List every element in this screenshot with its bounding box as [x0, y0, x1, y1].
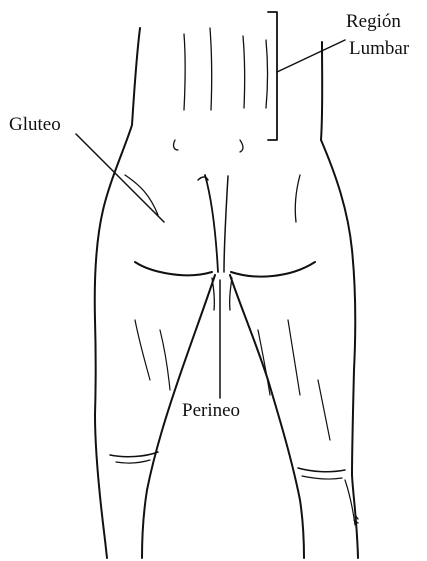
dimple-left	[174, 140, 178, 150]
lumbar-bracket	[268, 12, 277, 140]
label-perineo: Perineo	[182, 400, 240, 422]
back-line-3	[243, 36, 245, 108]
back-line-2	[210, 28, 212, 110]
label-region-lumbar-line1: Región	[346, 11, 401, 33]
back-line-1	[184, 34, 185, 110]
right-knee-crease	[298, 468, 345, 472]
label-gluteo: Gluteo	[9, 114, 61, 136]
right-knee-crease-2	[302, 476, 342, 479]
cleft-top-right	[224, 176, 228, 272]
right-buttock	[231, 262, 315, 277]
right-leg-inner	[230, 275, 304, 558]
left-thigh-line-2	[160, 330, 170, 390]
left-knee-crease	[110, 452, 158, 457]
label-region-lumbar-line2: Lumbar	[349, 38, 409, 60]
left-buttock	[135, 262, 212, 275]
left-outline	[95, 28, 140, 558]
right-thigh-line-1	[258, 330, 270, 395]
left-thigh-line-1	[135, 320, 150, 380]
perineum-left	[212, 278, 214, 310]
right-outline	[321, 42, 358, 558]
left-hip-line	[125, 175, 158, 215]
right-thigh-line-2	[288, 320, 300, 395]
right-thigh-line-3	[318, 380, 330, 440]
right-hip-line	[295, 175, 300, 222]
perineum-right	[230, 278, 232, 310]
gluteal-cleft	[205, 175, 218, 272]
left-knee-crease-2	[116, 460, 150, 463]
lumbar-leader	[277, 40, 345, 72]
gluteo-leader	[76, 134, 164, 222]
back-line-4	[266, 40, 268, 108]
dimple-right	[240, 140, 243, 152]
